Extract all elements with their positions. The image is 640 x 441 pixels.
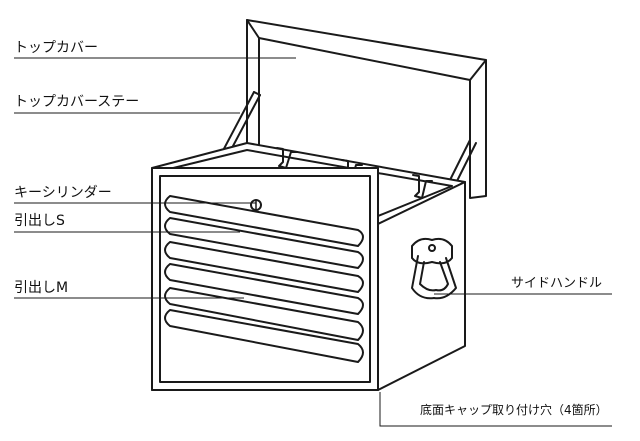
label-bottom-cap-holes: 底面キャップ取り付け穴（4箇所） xyxy=(420,403,608,417)
leader-lines xyxy=(14,57,612,427)
label-top-cover: トップカバー xyxy=(14,40,98,56)
side-handle xyxy=(411,237,457,300)
label-drawer-s: 引出しS xyxy=(14,213,65,229)
box-front xyxy=(151,167,379,391)
drawer-m xyxy=(164,241,364,363)
label-top-cover-stay: トップカバーステー xyxy=(14,94,140,110)
label-drawer-m: 引出しM xyxy=(14,280,69,296)
key-cylinder xyxy=(250,199,262,211)
label-key-cylinder: キーシリンダー xyxy=(14,185,112,201)
label-side-handle: サイドハンドル xyxy=(511,276,603,291)
drawer-s xyxy=(164,195,364,269)
